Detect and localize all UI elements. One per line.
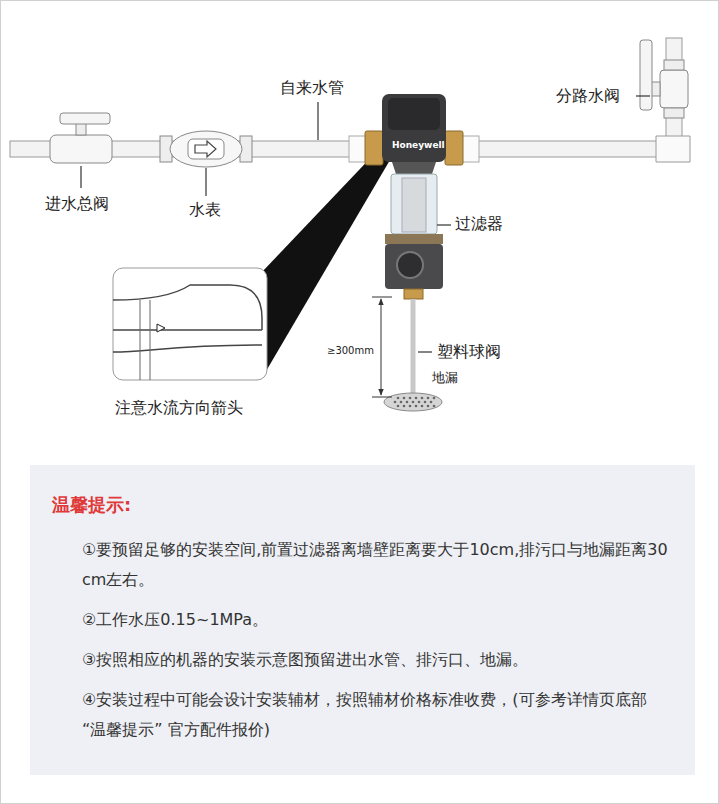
tips-panel-bg [30, 465, 695, 775]
pipe-fitting [462, 136, 479, 162]
tips-panel: 温馨提示: ①要预留足够的安装空间,前置过滤器离墙壁距离要大于10cm,排污口与地… [30, 465, 695, 775]
filter-label: 过滤器 [455, 214, 503, 234]
tips-note: ①要预留足够的安装空间,前置过滤器离墙壁距离要大于10cm,排污口与地漏距离30… [82, 535, 672, 595]
branch-valve-body [660, 70, 688, 108]
drain-hole [433, 405, 436, 408]
drain-hole [403, 397, 406, 400]
valve-label: 分路水阀 [556, 86, 620, 106]
drain-label: 地漏 [432, 370, 458, 386]
brass-connector [365, 131, 383, 165]
drain-hole [397, 405, 400, 408]
drain-hole [430, 401, 433, 404]
filter-bowl [391, 174, 437, 234]
drain-hole [433, 397, 436, 400]
tips-note: ④安装过程中可能会设计安装辅材，按照辅材价格标准收费，(可参考详情页底部 “温馨… [82, 685, 672, 745]
inlet-valve-body [50, 135, 112, 163]
branch-valve-handle [640, 40, 652, 110]
drain-pipe [411, 299, 416, 393]
tips-note: ③按照相应的机器的安装示意图预留进出水管、排污口、地漏。 [82, 645, 672, 675]
drain-hole [421, 397, 424, 400]
flow-arrow-icon [195, 141, 216, 157]
dimension-line [381, 299, 382, 395]
pipe-fitting [349, 136, 366, 162]
flow-direction-arrow [157, 324, 165, 332]
valve-label: 进水总阀 [45, 194, 109, 214]
filter-bottom [385, 244, 443, 289]
drain-hole [394, 401, 397, 404]
inlet-valve-handle [60, 113, 110, 124]
callout-wedge [262, 150, 390, 378]
elbow-fitting [656, 136, 690, 162]
drain-hole [412, 401, 415, 404]
brass-connector [445, 131, 463, 165]
drain-hole [424, 401, 427, 404]
flush-knob [397, 252, 423, 278]
meter-label: 水表 [189, 200, 221, 220]
floor-drain [384, 393, 442, 411]
water-meter [170, 131, 242, 167]
drain-hole [409, 397, 412, 400]
tips-note: ②工作水压0.15~1MPa。 [82, 605, 672, 635]
tips-heading: 温馨提示: [52, 493, 675, 517]
drain-hole [421, 405, 424, 408]
drain-hole [400, 401, 403, 404]
valve-label: 塑料球阀 [437, 342, 501, 362]
drain-outlet [404, 289, 423, 299]
drain-hole [427, 397, 430, 400]
pipe-label: 自来水管 [280, 78, 344, 98]
drain-hole [397, 397, 400, 400]
drain-hole [418, 401, 421, 404]
drain-hole [406, 401, 409, 404]
drain-hole [415, 397, 418, 400]
magnifier-box [113, 268, 267, 380]
drain-hole [403, 405, 406, 408]
filter-head [382, 94, 446, 162]
magnifier-callout: 注意水流方向箭头 [113, 268, 267, 380]
dimension-label: ≥300mm [327, 344, 374, 358]
brand-label: Honeywell [392, 140, 445, 151]
drain-hole [415, 405, 418, 408]
drain-hole [427, 405, 430, 408]
drain-hole [409, 405, 412, 408]
callout-caption: 注意水流方向箭头 [115, 398, 243, 418]
